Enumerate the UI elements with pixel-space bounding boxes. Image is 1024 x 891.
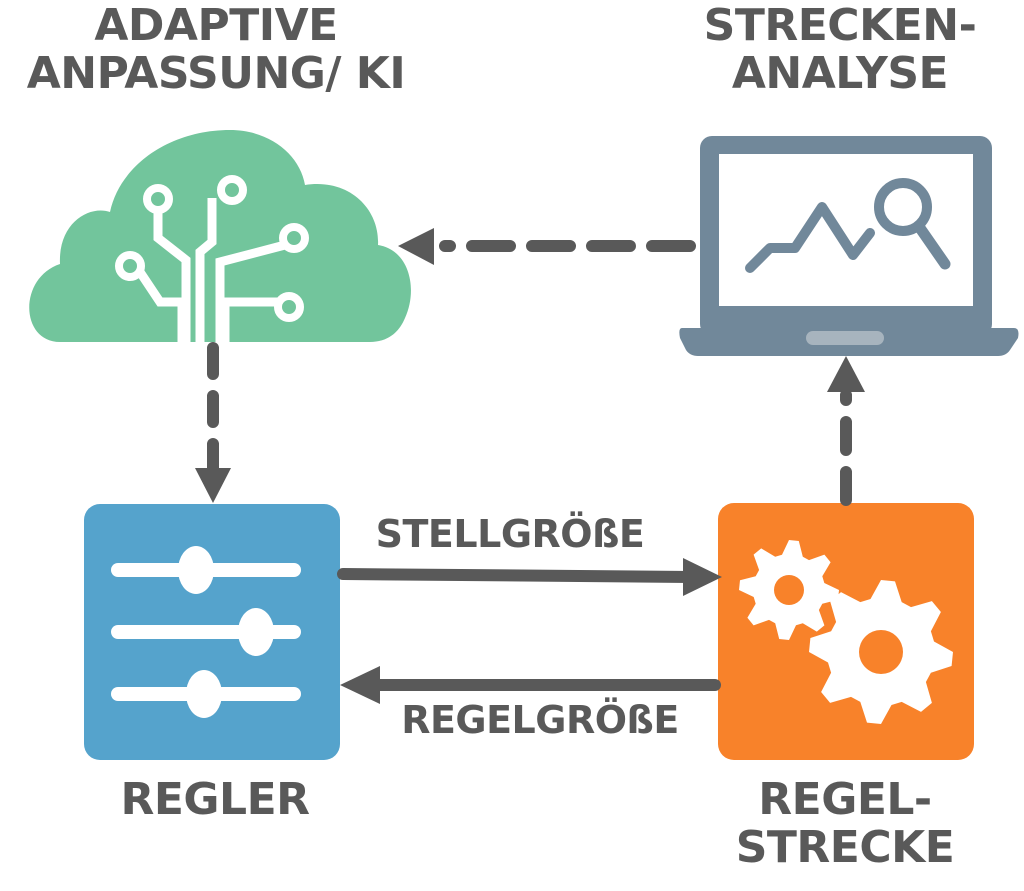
laptop-screen bbox=[719, 154, 973, 306]
small-gear-hole bbox=[774, 575, 804, 605]
circuit-trace bbox=[195, 198, 217, 342]
analyse-title-line2: ANALYSE bbox=[731, 48, 949, 100]
laptop-touchpad bbox=[806, 331, 884, 345]
ki-title-line2: ANPASSUNG/ KI bbox=[26, 48, 406, 100]
circuit-node bbox=[217, 175, 247, 205]
sliders-icon bbox=[111, 546, 301, 718]
stellgroesse-arrow bbox=[337, 558, 722, 596]
regler-node[interactable] bbox=[84, 504, 340, 760]
circuit-node bbox=[279, 223, 309, 253]
circuit-node bbox=[274, 292, 304, 322]
ki-title-line1: ADAPTIVE bbox=[94, 0, 338, 51]
gears-icon bbox=[739, 540, 953, 724]
circuit-node bbox=[115, 251, 145, 281]
circuit-trace bbox=[136, 269, 187, 342]
regelgroesse-label: REGELGRÖßE bbox=[401, 698, 679, 742]
large-gear-hole bbox=[859, 630, 903, 674]
strecke-to-analyse-arrow bbox=[827, 356, 865, 506]
circuit-trace bbox=[220, 297, 282, 342]
analyse-to-ki-arrow bbox=[398, 228, 696, 265]
magnifier-handle bbox=[914, 222, 951, 270]
ki-title: ADAPTIVE ANPASSUNG/ KI bbox=[0, 0, 432, 100]
regelgroesse-arrow bbox=[340, 666, 721, 704]
chart-line bbox=[745, 202, 875, 273]
magnifier-lens bbox=[874, 178, 932, 236]
strecke-title: REGEL- STRECKE bbox=[700, 774, 990, 874]
regler-title: REGLER bbox=[120, 774, 310, 825]
analyse-title: STRECKEN- ANALYSE bbox=[680, 0, 1000, 100]
cloud-circuit-icon bbox=[29, 130, 411, 342]
cloud-shape bbox=[29, 130, 411, 342]
strecke-title-line2: STRECKE bbox=[735, 822, 955, 874]
strecke-title-line1: REGEL- bbox=[758, 774, 932, 825]
ki-to-regler-arrow bbox=[195, 342, 231, 503]
circuit-node bbox=[143, 184, 173, 214]
strecke-node[interactable] bbox=[718, 503, 974, 760]
laptop-chart-search-icon bbox=[679, 136, 1019, 356]
circuit-trace bbox=[215, 240, 287, 342]
stellgroesse-label: STELLGRÖßE bbox=[375, 512, 645, 556]
analyse-title-line1: STRECKEN- bbox=[703, 0, 977, 51]
